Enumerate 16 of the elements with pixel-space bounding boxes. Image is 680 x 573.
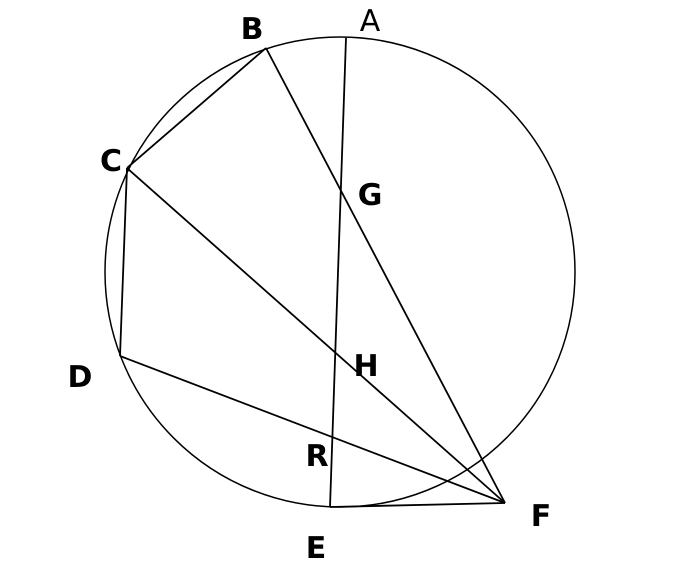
point-label: R bbox=[305, 442, 329, 472]
point-label: A bbox=[360, 7, 380, 37]
line-segment bbox=[126, 167, 506, 504]
point-label: D bbox=[68, 363, 92, 393]
point-label: F bbox=[530, 502, 552, 532]
point-label: H bbox=[353, 352, 379, 382]
line-segment bbox=[330, 502, 506, 508]
line-segment bbox=[265, 48, 506, 504]
point-label: G bbox=[358, 181, 382, 211]
line-segment bbox=[329, 38, 347, 508]
line-segment bbox=[126, 47, 267, 169]
point-label: E bbox=[306, 534, 326, 564]
line-segment bbox=[120, 355, 506, 504]
line-segment bbox=[119, 168, 128, 356]
point-label: B bbox=[240, 15, 264, 45]
point-label: C bbox=[100, 147, 122, 177]
